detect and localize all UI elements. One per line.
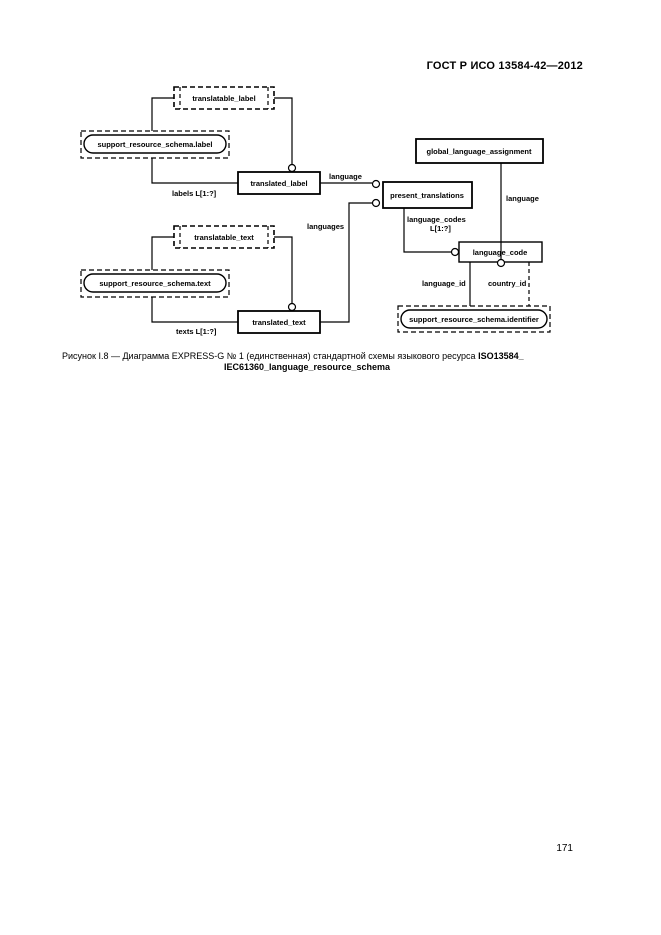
country-id-relation: country_id (488, 279, 527, 288)
support-identifier-box (400, 309, 548, 329)
support-text-frame (80, 269, 230, 298)
language-relation-1: language (329, 172, 362, 181)
labels-relation: labels L[1:?] (172, 189, 217, 198)
page-number: 171 (556, 843, 573, 854)
support-text-text: support_resource_schema.text (99, 279, 211, 288)
caption-schema-part2: IEC61360_language_resource_schema (223, 362, 391, 372)
standard-header: ГОСТ Р ИСО 13584-42—2012 (426, 60, 583, 72)
translated-text-text: translated_text (252, 318, 306, 327)
support-identifier-text: support_resource_schema.identifier (409, 315, 539, 324)
global-language-assignment-box (415, 138, 544, 164)
express-g-diagram: translatable_label support_resource_sche… (80, 86, 551, 336)
figure-caption: Рисунок I.8 — Диаграмма EXPRESS-G № 1 (е… (62, 351, 602, 373)
caption-prefix: Рисунок I.8 — Диаграмма EXPRESS-G № 1 (е… (62, 351, 479, 361)
translated-label-text: translated_label (250, 179, 307, 188)
support-identifier-frame (397, 305, 551, 333)
language-codes-cardinality: L[1:?] (430, 224, 451, 233)
language-id-relation: language_id (422, 279, 466, 288)
language-relation-2: language (506, 194, 539, 203)
language-code-text: language_code (473, 248, 528, 257)
present-translations-text: present_translations (390, 191, 464, 200)
texts-relation: texts L[1:?] (176, 327, 217, 336)
translatable-label-text: translatable_label (192, 94, 255, 103)
language-codes-relation: language_codes (407, 215, 466, 224)
caption-schema-part1: ISO13584_ (478, 351, 524, 361)
languages-relation: languages (307, 222, 344, 231)
present-translations-box (382, 181, 473, 209)
support-label-text: support_resource_schema.label (97, 140, 212, 149)
global-language-assignment-text: global_language_assignment (426, 147, 532, 156)
translatable-text-text: translatable_text (194, 233, 254, 242)
support-label-frame (80, 130, 230, 159)
support-text-box (83, 273, 227, 293)
support-label-box (83, 134, 227, 154)
